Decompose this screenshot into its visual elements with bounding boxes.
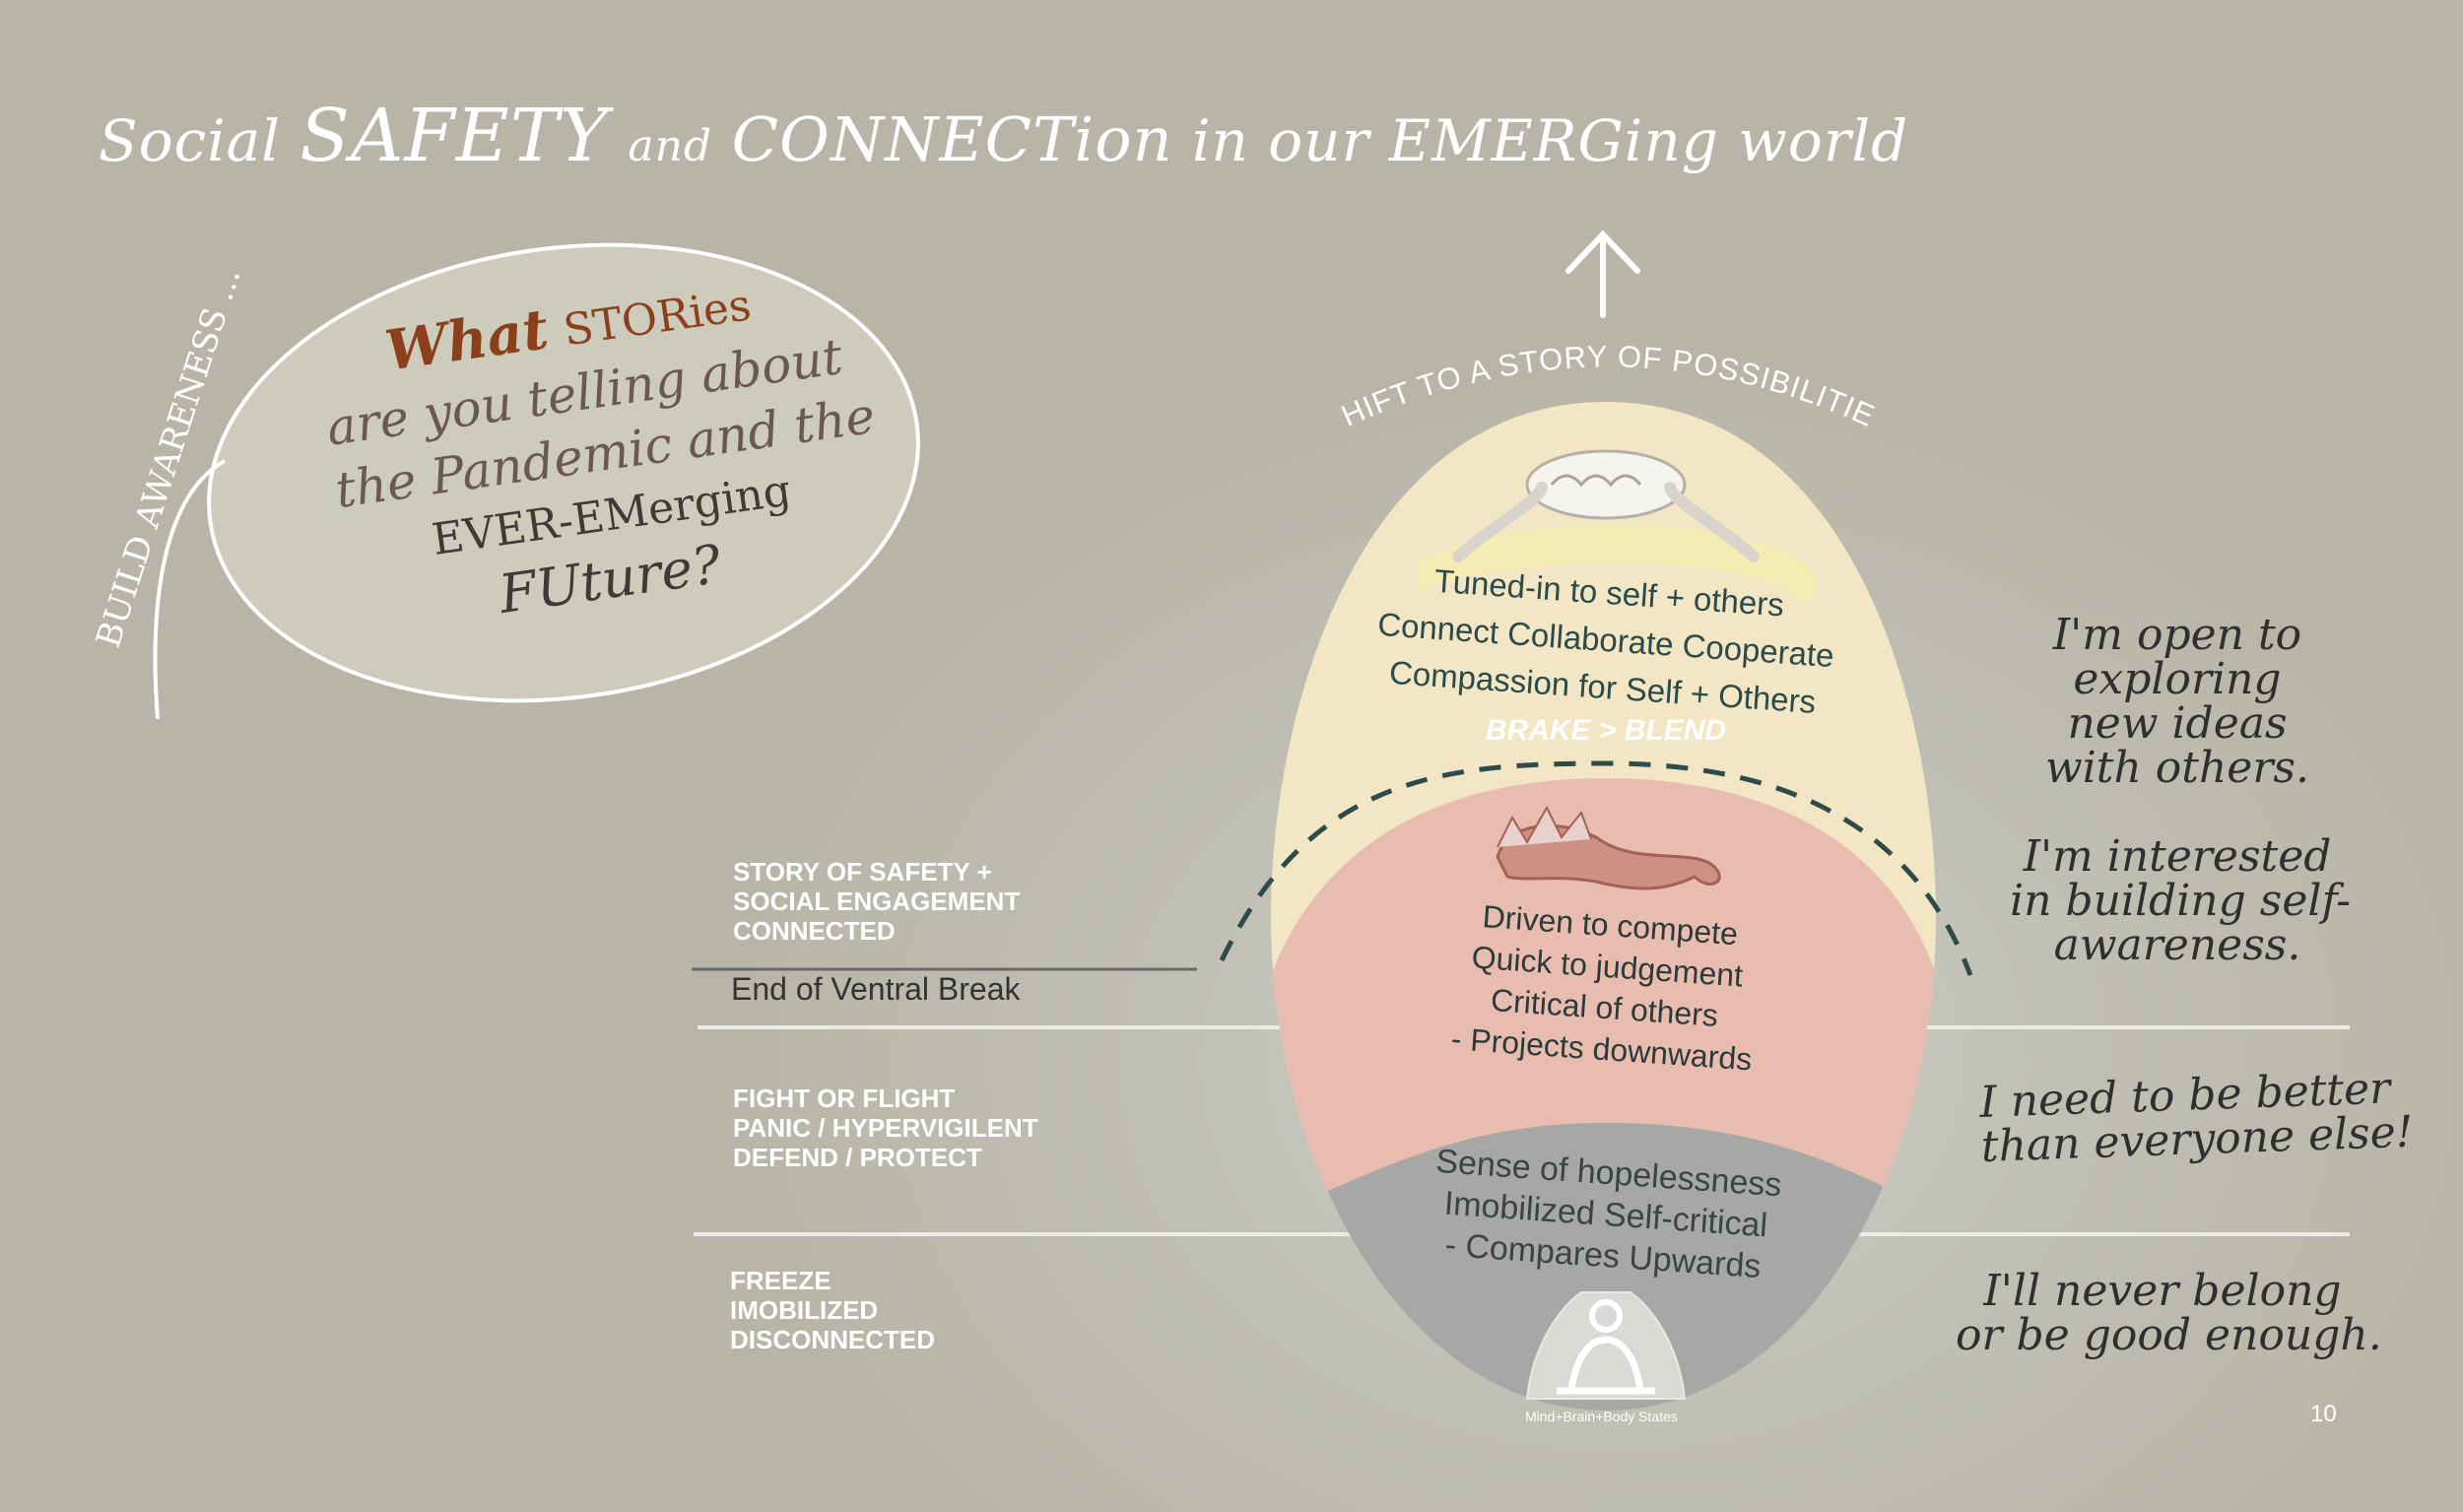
speech-bubble <box>207 242 920 703</box>
quote-open-line3: new ideas <box>2067 698 2288 749</box>
fight-flight-label: FIGHT OR FLIGHT PANIC / HYPERVIGILENT DE… <box>733 1084 1038 1172</box>
bubble-tail <box>153 459 226 720</box>
title-word-safety: SAFETY <box>300 94 609 178</box>
fight-label-line1: FIGHT OR FLIGHT <box>733 1084 956 1113</box>
meditation-figure-icon <box>1525 1291 1687 1400</box>
brake-blend-label: BRAKE > BLEND <box>1485 714 1727 747</box>
brain-caption: Mind+Brain+Body States <box>1525 1409 1678 1424</box>
title-word-emerging-world: EMERGing world <box>1388 107 1909 174</box>
quote-open-line2: exploring <box>2073 654 2282 704</box>
safety-label-line3: CONNECTED <box>733 916 896 946</box>
quote-belong: I'll never belong or be good enough. <box>1956 1266 2382 1360</box>
safety-label-line2: SOCIAL ENGAGEMENT <box>733 887 1021 916</box>
quote-open-line4: with others. <box>2045 743 2309 793</box>
page-number: 10 <box>2310 1401 2337 1427</box>
fight-label-line2: PANIC / HYPERVIGILENT <box>733 1113 1038 1143</box>
ventral-break-label: End of Ventral Break <box>731 971 1021 1007</box>
title-word-in-our: in our <box>1191 107 1370 174</box>
quote-better: I need to be better than everyone else! <box>1978 1063 2414 1171</box>
title-word-social: Social <box>99 107 281 174</box>
quote-interested: I'm interested in building self- awarene… <box>2010 831 2352 970</box>
freeze-label: FREEZE IMOBILIZED DISCONNECTED <box>730 1266 935 1354</box>
page-title: Social SAFETY and CONNECTion in our EMER… <box>99 94 1908 178</box>
fight-label-line3: DEFEND / PROTECT <box>733 1143 982 1172</box>
title-word-and: and <box>628 121 713 171</box>
freeze-label-line2: IMOBILIZED <box>730 1295 879 1325</box>
safety-label-line1: STORY OF SAFETY + <box>733 857 992 887</box>
brain-hands-icon <box>1419 449 1817 603</box>
safety-label: STORY OF SAFETY + SOCIAL ENGAGEMENT CONN… <box>733 857 1020 946</box>
up-arrow-icon <box>1565 230 1640 318</box>
middle-zone-text: Driven to compete Quick to judgement Cri… <box>1414 891 1799 1083</box>
quote-belong-line1: I'll never belong <box>1983 1266 2342 1316</box>
freeze-label-line1: FREEZE <box>730 1266 832 1295</box>
quote-open-line1: I'm open to <box>2052 610 2302 660</box>
quote-interested-line3: awareness. <box>2053 920 2301 970</box>
quote-open: I'm open to exploring new ideas with oth… <box>2030 613 2325 790</box>
quote-interested-line2: in building self- <box>2010 876 2352 926</box>
title-word-connection: CONNECTion <box>731 103 1173 175</box>
lizard-icon <box>1496 805 1721 890</box>
quote-interested-line1: I'm interested <box>2023 831 2332 882</box>
dashed-ventral-arc <box>1219 760 1973 976</box>
quote-belong-line2: or be good enough. <box>1956 1310 2382 1360</box>
freeze-label-line3: DISCONNECTED <box>730 1325 936 1354</box>
egg-diagram <box>1271 402 1936 1411</box>
